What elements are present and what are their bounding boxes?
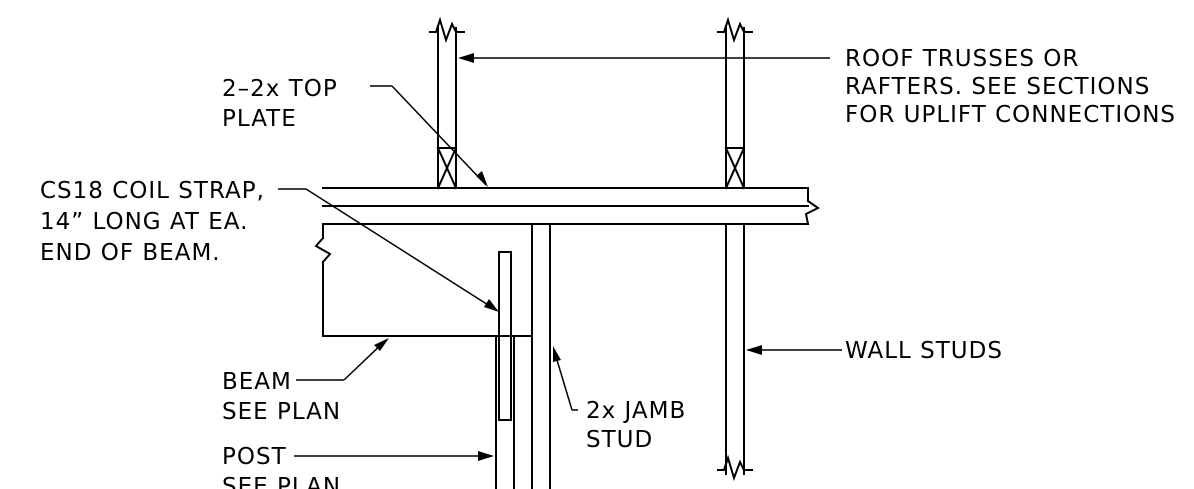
top-plate-label-line1: 2–2x TOP (222, 76, 338, 102)
leader-top-plate (370, 85, 488, 187)
rafter-right (717, 16, 753, 190)
jamb-stud (531, 223, 551, 489)
wall-stud (717, 223, 753, 482)
roof-trusses-label-line1: ROOF TRUSSES OR (845, 46, 1079, 72)
coil-strap-label-line2: 14” LONG AT EA. (40, 209, 248, 235)
beam-label-line2: SEE PLAN (222, 399, 341, 425)
leader-wall-studs (746, 345, 842, 355)
coil-strap-label-line1: CS18 COIL STRAP, (40, 178, 265, 204)
roof-trusses-label-line3: FOR UPLIFT CONNECTIONS (845, 102, 1176, 128)
coil-strap-label-line3: END OF BEAM. (40, 240, 221, 266)
coil-strap (498, 251, 512, 421)
jamb-stud-label-line1: 2x JAMB (586, 398, 686, 424)
post-label-line2: SEE PLAN (222, 474, 341, 489)
leader-beam (296, 338, 389, 381)
top-plate (322, 187, 820, 226)
post-label-line1: POST (222, 444, 287, 470)
wall-studs-label: WALL STUDS (845, 338, 1003, 364)
post (495, 335, 515, 489)
leader-coil-strap (278, 188, 499, 312)
top-plate-label-line2: PLATE (222, 106, 297, 132)
beam-label-line1: BEAM (222, 369, 292, 395)
jamb-stud-label-line2: STUD (586, 427, 653, 453)
rafter-left (429, 16, 465, 190)
beam (314, 223, 533, 337)
roof-trusses-label-line2: RAFTERS. SEE SECTIONS (845, 74, 1150, 100)
leader-post (294, 451, 494, 461)
leader-roof-trusses (458, 53, 830, 63)
leader-jamb-stud (553, 346, 578, 411)
